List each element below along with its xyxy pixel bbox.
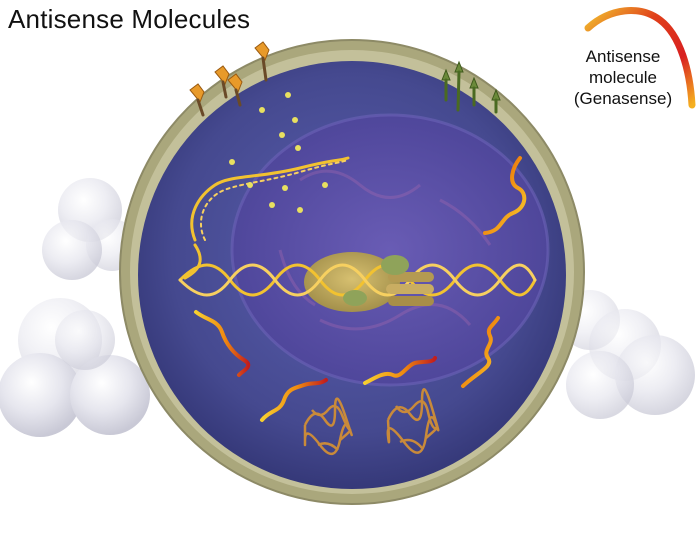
folded-protein-icon xyxy=(386,388,440,454)
legend-line-3: (Genasense) xyxy=(573,89,673,108)
legend-line-2: molecule xyxy=(588,68,658,87)
legend-line-1: Antisense xyxy=(585,47,661,66)
signal-molecules xyxy=(229,92,328,213)
nucleolus xyxy=(304,252,400,312)
ribosome xyxy=(343,255,434,306)
nucleus xyxy=(232,115,548,385)
membrane-receptor-icon xyxy=(189,41,501,117)
antisense-molecule-icon xyxy=(584,7,696,109)
antisense-molecules xyxy=(194,156,527,422)
dna-helix xyxy=(178,156,537,297)
folded-protein-icon xyxy=(303,397,353,455)
background-spheres xyxy=(0,178,695,437)
page-title: Antisense Molecules xyxy=(8,4,251,34)
legend-label: Antisense molecule (Genasense) xyxy=(548,46,698,109)
cell xyxy=(119,39,585,505)
